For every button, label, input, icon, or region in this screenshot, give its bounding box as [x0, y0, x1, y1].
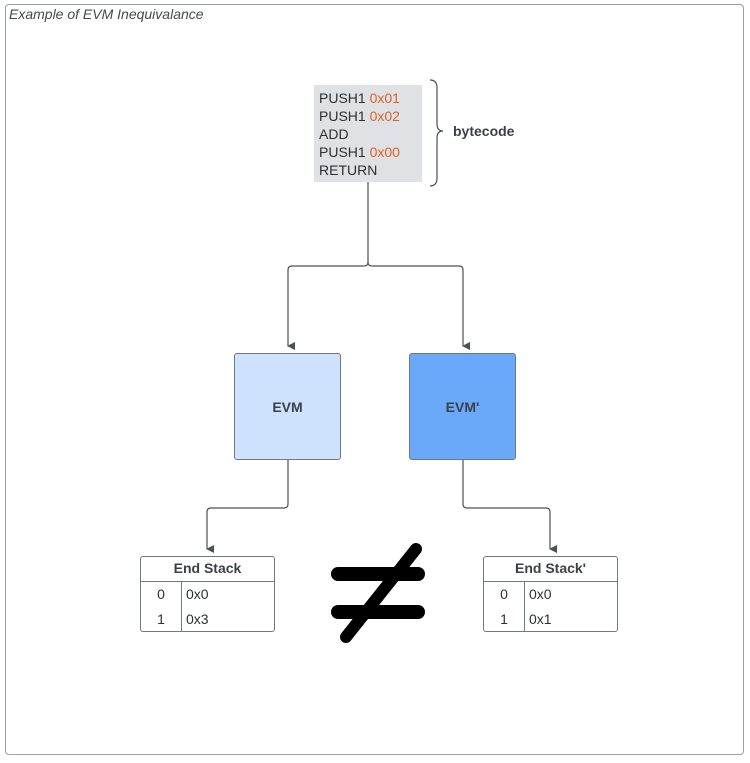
table-row: 0 0x0	[484, 582, 617, 607]
stack-value: 0x0	[186, 586, 209, 602]
stack-index: 0	[141, 582, 182, 607]
end-stack-table: End Stack 0 0x0 1 0x3	[140, 556, 275, 632]
stack-index: 1	[141, 607, 182, 632]
evm-box: EVM	[234, 353, 341, 460]
evm-prime-label: EVM'	[445, 398, 480, 415]
code-line: ADD	[319, 126, 349, 142]
connector-evm-to-stack	[206, 460, 289, 553]
stack-index: 0	[484, 582, 525, 607]
code-line: RETURN	[319, 162, 378, 178]
end-stack-title: End Stack	[141, 557, 274, 582]
bytecode-brace	[429, 79, 444, 187]
end-stack-prime-title: End Stack'	[484, 557, 617, 582]
evm-prime-box: EVM'	[409, 353, 516, 460]
table-row: 1 0x3	[141, 607, 274, 632]
end-stack-prime-table: End Stack' 0 0x0 1 0x1	[483, 556, 618, 632]
stack-value: 0x1	[529, 611, 552, 627]
diagram-title: Example of EVM Inequivalance	[9, 6, 204, 22]
code-line: PUSH1 0x01	[319, 90, 400, 106]
table-row: 0 0x0	[141, 582, 274, 607]
code-line: PUSH1 0x00	[319, 144, 400, 160]
code-line: PUSH1 0x02	[319, 108, 400, 124]
not-equal-icon	[331, 543, 425, 643]
bytecode-box: PUSH1 0x01 PUSH1 0x02 ADD PUSH1 0x00 RET…	[314, 85, 422, 182]
bytecode-label: bytecode	[453, 123, 515, 139]
connector-to-evm-prime	[367, 261, 470, 350]
stack-index: 1	[484, 607, 525, 632]
table-row: 1 0x1	[484, 607, 617, 632]
diagram-frame	[5, 4, 744, 755]
evm-label: EVM	[272, 398, 303, 415]
connector-evm-prime-to-stack	[462, 460, 557, 553]
connector-trunk	[287, 182, 369, 350]
stack-value: 0x0	[529, 586, 552, 602]
stack-value: 0x3	[186, 611, 209, 627]
